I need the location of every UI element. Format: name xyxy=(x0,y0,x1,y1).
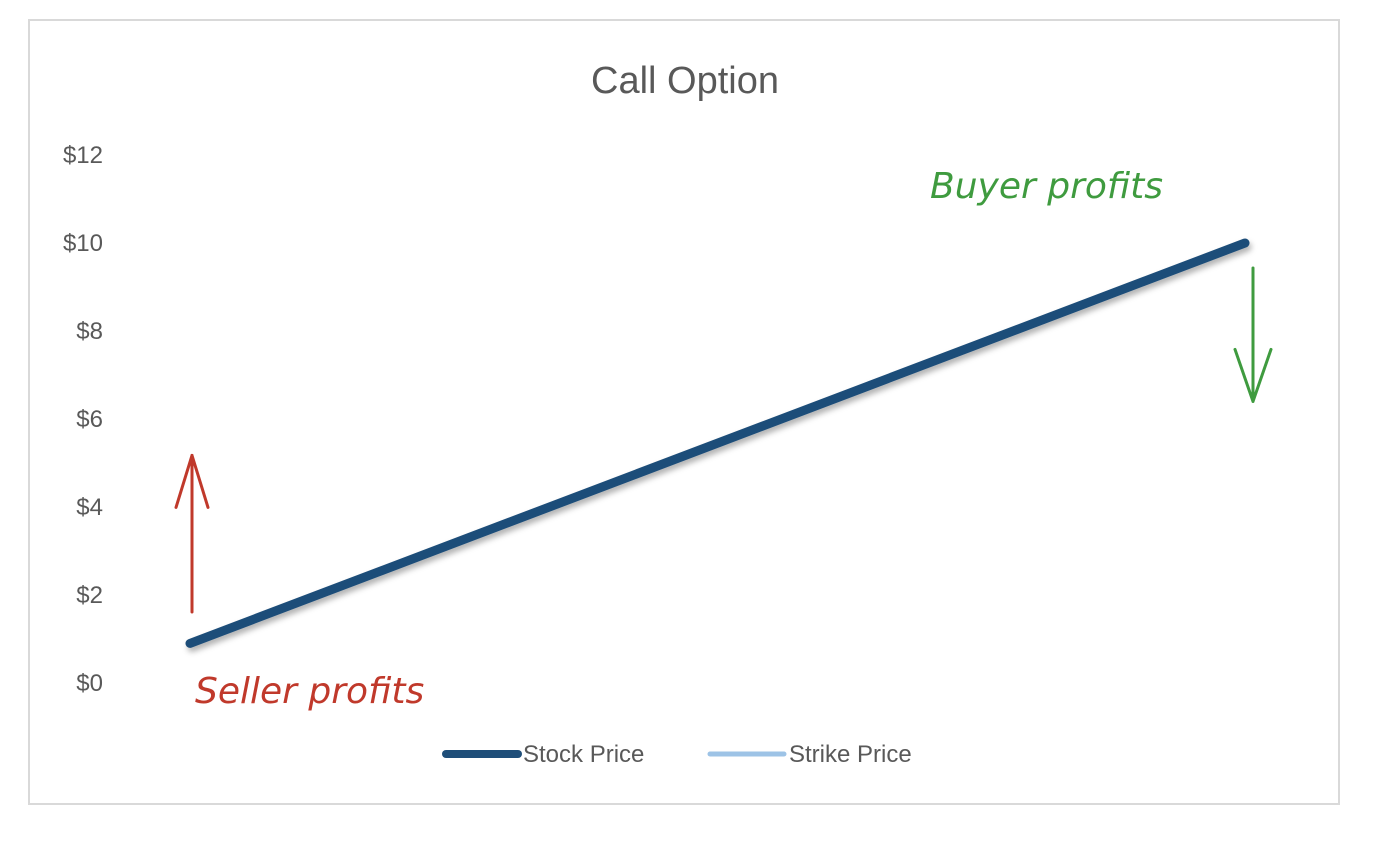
y-tick-label: $6 xyxy=(76,406,103,433)
y-tick-label: $0 xyxy=(76,670,103,697)
arrow-up-icon xyxy=(174,453,210,509)
buyer-profits-annotation: Buyer profits xyxy=(930,166,1163,207)
y-tick-label: $12 xyxy=(63,142,103,169)
arrow-down-icon xyxy=(1233,347,1273,403)
legend-label-strike-price: Strike Price xyxy=(789,741,912,768)
y-tick-label: $8 xyxy=(76,318,103,345)
y-tick-label: $2 xyxy=(76,582,103,609)
y-axis-ticks: $0 $2 $4 $6 $8 $10 $12 xyxy=(63,142,103,697)
legend: Stock Price Strike Price xyxy=(442,741,912,768)
y-tick-label: $4 xyxy=(76,494,103,521)
chart-frame xyxy=(28,19,1340,805)
series-layer xyxy=(185,238,1250,648)
y-tick-label: $10 xyxy=(63,230,103,257)
legend-label-stock-price: Stock Price xyxy=(523,741,644,768)
seller-profits-annotation: Seller profits xyxy=(195,671,424,712)
series-line-stock-price xyxy=(185,238,1250,648)
chart-title: Call Option xyxy=(591,60,779,102)
